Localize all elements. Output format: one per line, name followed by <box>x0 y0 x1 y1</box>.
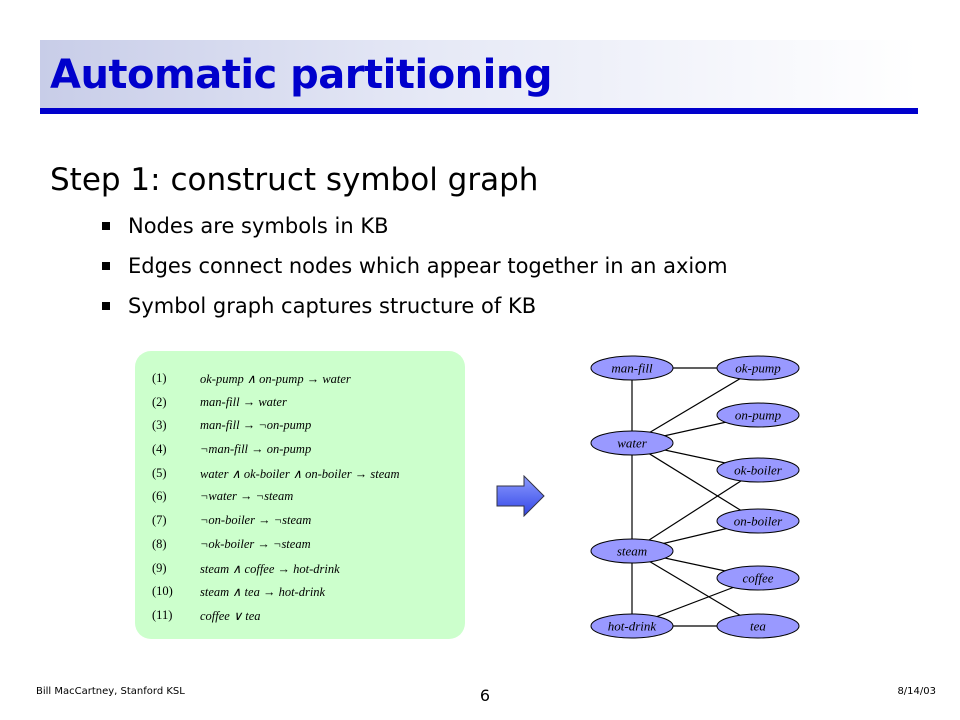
graph-edge-steam-ok-boiler <box>631 469 759 552</box>
axiom-formula: ¬water → ¬steam <box>200 489 294 503</box>
axiom-number: (11) <box>152 608 173 622</box>
axiom-formula: ok-pump ∧ on-pump → water <box>200 372 351 386</box>
bullet-text: Nodes are symbols in KB <box>128 214 389 238</box>
axiom-formula: coffee ∨ tea <box>200 609 261 623</box>
graph-edge-water-on-boiler <box>631 442 759 522</box>
axiom-number: (1) <box>152 371 167 385</box>
graph-node-ok-pump: ok-pump <box>716 355 800 381</box>
slide-title: Automatic partitioning <box>50 52 552 98</box>
graph-node-on-boiler: on-boiler <box>716 508 800 534</box>
axiom-list-panel: (1) ok-pump ∧ on-pump → water (2) man-fill… <box>135 351 465 639</box>
bullet-text: Symbol graph captures structure of KB <box>128 294 537 318</box>
axiom-number: (4) <box>152 442 167 456</box>
graph-node-hot-drink: hot-drink <box>590 613 674 639</box>
graph-node-label: on-boiler <box>734 514 783 529</box>
graph-node-ok-boiler: ok-boiler <box>716 457 800 483</box>
graph-node-label: coffee <box>742 571 773 586</box>
footer-date: 8/14/03 <box>897 686 936 697</box>
axiom-number: (10) <box>152 584 173 598</box>
graph-edge-steam-tea <box>631 550 759 627</box>
graph-nodes: man-fill ok-pump on-pump water ok-boiler on-b… <box>590 355 800 639</box>
axiom-formula: ¬on-boiler → ¬steam <box>200 513 312 527</box>
axiom-number: (5) <box>152 466 167 480</box>
graph-node-steam: steam <box>590 538 674 564</box>
graph-node-label: steam <box>617 544 647 559</box>
graph-node-on-pump: on-pump <box>716 402 800 428</box>
graph-node-label: man-fill <box>611 361 653 376</box>
title-underline <box>40 108 918 114</box>
graph-node-water: water <box>590 430 674 456</box>
graph-node-label: water <box>617 436 648 451</box>
bullet-list: Nodes are symbols in KB Edges connect no… <box>102 213 728 333</box>
graph-edge-ok-pump-water <box>631 367 759 444</box>
graph-node-label: ok-boiler <box>734 463 783 478</box>
axiom-formula: steam ∧ coffee → hot-drink <box>200 562 340 576</box>
title-band <box>40 40 918 112</box>
axiom-formula: steam ∧ tea → hot-drink <box>200 585 326 599</box>
axiom-number: (6) <box>152 489 167 503</box>
graph-node-label: ok-pump <box>735 361 781 376</box>
right-arrow-icon <box>496 475 545 517</box>
axiom-formula: ¬man-fill → on-pump <box>200 442 312 456</box>
axiom-number: (8) <box>152 537 167 551</box>
graph-node-label: tea <box>750 619 766 634</box>
axiom-formula: man-fill → ¬on-pump <box>200 418 312 432</box>
graph-node-coffee: coffee <box>716 565 800 591</box>
square-bullet-icon <box>102 262 110 270</box>
footer-author: Bill MacCartney, Stanford KSL <box>36 686 185 697</box>
square-bullet-icon <box>102 222 110 230</box>
symbol-graph: man-fill ok-pump on-pump water ok-boiler on-b… <box>590 355 800 639</box>
bullet-item: Edges connect nodes which appear togethe… <box>102 253 728 293</box>
axiom-number: (2) <box>152 395 167 409</box>
step-heading: Step 1: construct symbol graph <box>50 162 539 198</box>
graph-node-label: on-pump <box>735 408 782 423</box>
axiom-number: (9) <box>152 561 167 575</box>
bullet-text: Edges connect nodes which appear togethe… <box>128 254 728 278</box>
square-bullet-icon <box>102 302 110 310</box>
page-number: 6 <box>479 686 491 705</box>
axiom-formula: man-fill → water <box>200 395 287 409</box>
axiom-number: (3) <box>152 418 167 432</box>
graph-node-tea: tea <box>716 613 800 639</box>
axiom-number: (7) <box>152 513 167 527</box>
bullet-item: Nodes are symbols in KB <box>102 213 728 253</box>
graph-node-label: hot-drink <box>608 619 657 634</box>
axiom-formula: ¬ok-boiler → ¬steam <box>200 537 311 551</box>
graph-node-man-fill: man-fill <box>590 355 674 381</box>
bullet-item: Symbol graph captures structure of KB <box>102 293 728 333</box>
axiom-formula: water ∧ ok-boiler ∧ on-boiler → steam <box>200 467 400 481</box>
